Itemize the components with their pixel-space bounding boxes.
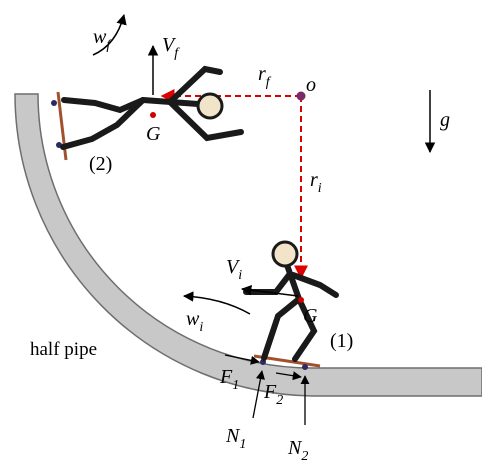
n2-label: N2 — [287, 437, 308, 464]
skater-position-1 — [243, 240, 339, 370]
normal-1-arrow — [252, 370, 265, 419]
origin-label: o — [306, 74, 316, 96]
cg-point-1 — [298, 297, 304, 303]
cg-label-top: G — [146, 123, 161, 145]
head-1 — [271, 240, 299, 268]
origin-point — [296, 91, 306, 101]
wheel-1b — [302, 364, 308, 370]
v-final-label: Vf — [162, 34, 180, 61]
rotation-initial-arrow — [182, 291, 251, 315]
r-initial-label: ri — [310, 169, 322, 196]
position-2-label: (2) — [89, 153, 112, 175]
skater-position-2 — [51, 65, 244, 161]
wheel-2a — [51, 100, 57, 106]
rotation-final-arrow — [92, 13, 127, 56]
w-initial-label: wi — [186, 308, 203, 335]
half-pipe-label: half pipe — [30, 339, 97, 360]
f2-label: F2 — [263, 381, 283, 408]
position-1-label: (1) — [330, 330, 353, 352]
r-final-label: rf — [258, 63, 272, 90]
w-final-label: wf — [93, 26, 112, 53]
friction-2-arrow — [275, 371, 302, 381]
n1-label: N1 — [225, 425, 246, 452]
half-pipe — [14, 93, 482, 397]
friction-1-arrow — [224, 354, 260, 365]
cg-label-bottom: G — [303, 305, 318, 327]
gravity-label: g — [440, 109, 450, 131]
f1-label: F1 — [219, 366, 239, 393]
velocity-initial-arrow — [240, 284, 299, 297]
v-initial-label: Vi — [226, 256, 242, 283]
head-2 — [196, 92, 224, 120]
cg-point-2 — [150, 112, 156, 118]
